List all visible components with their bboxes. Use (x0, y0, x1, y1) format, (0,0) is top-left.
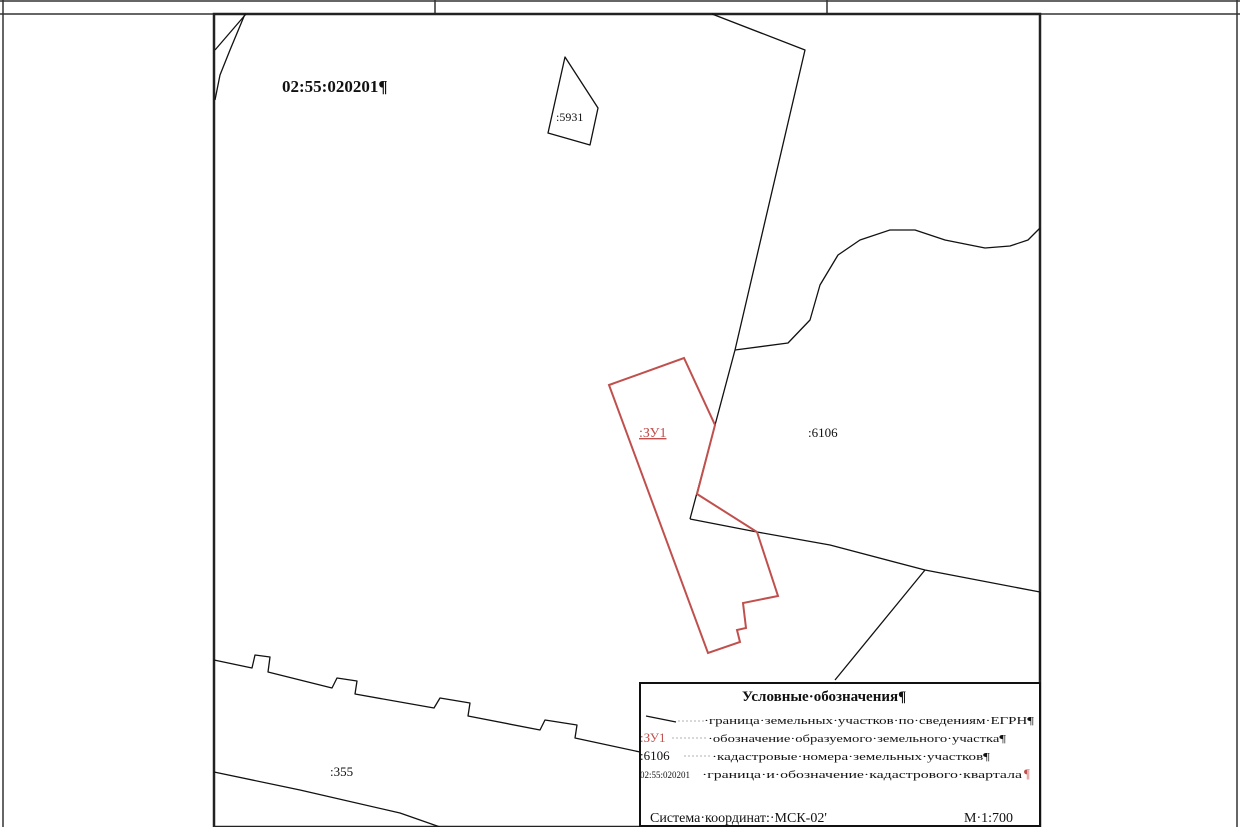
new-parcel-boundary (607, 356, 780, 655)
boundary-diagonal-se (834, 569, 926, 681)
new-parcel-label: :ЗУ1 (639, 426, 666, 441)
legend-sample-cadastral-number: :6106 (640, 748, 670, 763)
coordinate-system: Система·координат:·МСК-02' (650, 811, 827, 826)
boundary-left-curve (214, 13, 246, 101)
legend-sample-boundary-line (645, 715, 677, 723)
legend-sample-new-parcel: :ЗУ1 (640, 730, 666, 745)
quarter-label: 02:55:020201¶ (282, 77, 388, 96)
boundary-road-south (213, 771, 441, 827)
boundary-parcel-5931 (547, 56, 599, 146)
boundary-road-north (213, 654, 641, 753)
legend-row-4-mark: ¶ (1024, 766, 1030, 781)
legend-row-1-text: ·граница·земельных·участков·по·сведениям… (704, 715, 1034, 727)
legend-title: Условные·обозначения¶ (742, 689, 906, 705)
legend: Условные·обозначения¶ ·граница·земельных… (639, 682, 1041, 827)
legend-row-2-text: ·обозначение·образуемого·земельного·учас… (708, 733, 1006, 745)
legend-row-3-text: ·кадастровые·номера·земельных·участков¶ (712, 751, 990, 763)
parcel-label-5931: :5931 (556, 110, 583, 124)
boundary-top-left-corner (214, 13, 247, 51)
map-scale: М·1:700 (964, 811, 1013, 826)
parcel-label-6106: :6106 (808, 425, 838, 440)
parcel-label-355: :355 (330, 764, 353, 779)
legend-sample-quarter: 02:55:020201 (640, 770, 690, 780)
legend-box (639, 682, 1041, 827)
legend-row-4-text: ·граница·и·обозначение·кадастрового·квар… (702, 769, 1022, 781)
boundary-6106-bottom (689, 518, 1041, 593)
boundary-6106-top (734, 227, 1041, 351)
